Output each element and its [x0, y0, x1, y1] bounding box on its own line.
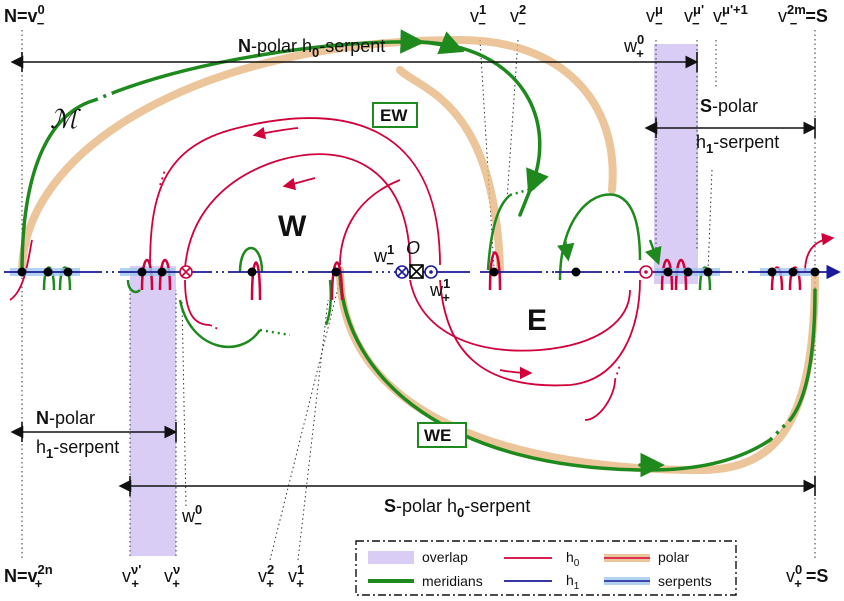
special-points	[179, 264, 653, 279]
legend-polar: polar	[658, 549, 689, 565]
legend-h1: h1	[566, 572, 580, 592]
serpent-labels: N-polar h0-serpent S-polar h1-serpent N-…	[36, 36, 779, 520]
svg-text:N=v2n+: N=v2n+	[4, 562, 53, 591]
svg-text:w1+: w1+	[429, 276, 450, 305]
meridian-dashes	[94, 90, 792, 442]
e-label: E	[527, 304, 547, 337]
legend-meridians: meridians	[422, 573, 483, 589]
lobes	[42, 251, 802, 301]
svg-text:vν'+: vν'+	[122, 562, 141, 591]
svg-text:h1-serpent: h1-serpent	[696, 132, 779, 156]
svg-text:vμ'+1−: vμ'+1−	[713, 2, 748, 31]
we-label: WE	[424, 426, 451, 445]
svg-text:v0+=S: v0+=S	[786, 562, 828, 591]
overlap-band-right	[654, 44, 698, 284]
bottom-labels: N=v2n+ vν'+ vν+ v2+ v1+ v0+=S	[4, 562, 828, 591]
region-labels: EW WE W E ℳ O	[50, 104, 547, 445]
legend-overlap-swatch	[368, 551, 414, 564]
h0-exit-arrow	[804, 232, 835, 273]
point-labels: w1− w1+ w0−	[181, 242, 450, 531]
overlap-band-left	[130, 266, 176, 556]
svg-text:N-polar: N-polar	[36, 408, 95, 428]
svg-text:S-polar: S-polar	[700, 96, 758, 116]
w-label: W	[278, 210, 307, 243]
reference-lines	[21, 30, 816, 561]
top-labels: N=v0− v1− v2− w0+ vμ− vμ'− vμ'+1− v2m−=S	[4, 2, 828, 61]
svg-text:v1+: v1+	[288, 562, 304, 591]
svg-text:N=v0−: N=v0−	[4, 2, 45, 31]
h0-dashes	[159, 169, 621, 381]
origin-label: O	[406, 238, 420, 258]
meridian-loops	[126, 193, 662, 348]
svg-text:vμ−: vμ−	[646, 2, 663, 31]
serpent-arrows	[10, 52, 817, 496]
legend-h0: h0	[566, 549, 580, 569]
svg-text:v2−: v2−	[510, 2, 526, 31]
svg-text:vμ'−: vμ'−	[684, 2, 704, 31]
svg-text:S-polar h0-serpent: S-polar h0-serpent	[384, 496, 530, 520]
svg-text:v2m−=S: v2m−=S	[778, 2, 828, 31]
legend-overlap: overlap	[422, 549, 468, 565]
ew-label: EW	[380, 106, 408, 125]
svg-text:N-polar h0-serpent: N-polar h0-serpent	[238, 36, 385, 60]
svg-text:h1-serpent: h1-serpent	[36, 437, 119, 461]
svg-text:w0−: w0−	[181, 502, 202, 531]
we-box	[417, 422, 467, 448]
svg-text:w0+: w0+	[623, 32, 644, 61]
h0-curves	[9, 117, 641, 421]
svg-text:v2+: v2+	[258, 562, 274, 591]
legend-serpents: serpents	[658, 573, 712, 589]
meridian-loop-dashes	[259, 186, 536, 337]
m-label: ℳ	[50, 104, 81, 134]
svg-text:vν+: vν+	[164, 562, 180, 591]
ew-box	[372, 102, 418, 128]
legend: overlap meridians h0 h1 polar serpents	[355, 540, 737, 596]
vertices	[17, 267, 820, 277]
svg-text:v1−: v1−	[470, 2, 486, 31]
svg-text:w1−: w1−	[373, 242, 394, 271]
legend-frame	[355, 540, 737, 596]
